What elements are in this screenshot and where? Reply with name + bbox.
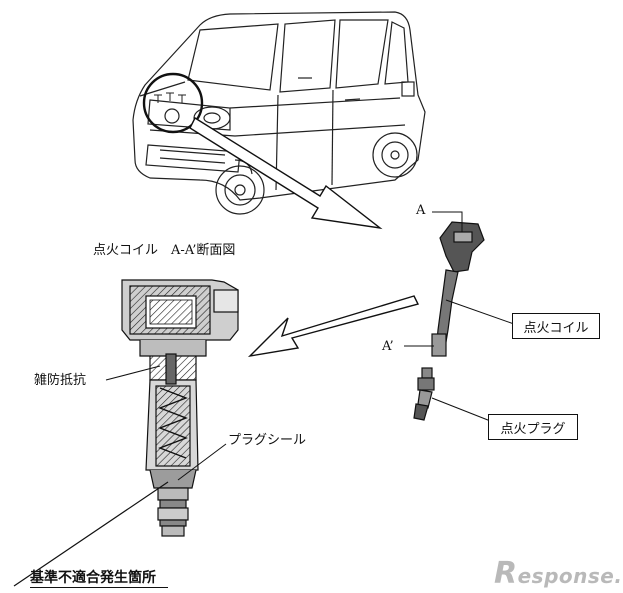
coil-callout-label: 点火コイル (523, 320, 589, 336)
plug-callout-label: 点火プラグ (500, 421, 566, 437)
section-title: 点火コイル A-A’断面図 (93, 243, 236, 258)
section-arrow (247, 295, 420, 358)
coil-markers (154, 92, 186, 103)
highlight-circle (142, 72, 204, 134)
vehicle-illustration (132, 11, 426, 215)
seal-leader (177, 443, 227, 481)
resistor-leader (105, 365, 161, 381)
coil-callout-leader (445, 299, 515, 325)
section-label-a: A (416, 203, 426, 218)
defect-location-label: 基準不適合発生箇所 (30, 567, 168, 588)
defect-leader (13, 481, 169, 587)
response-watermark: Response. (494, 556, 622, 591)
coil-assembly (413, 221, 485, 421)
watermark-text: esponse. (517, 564, 623, 588)
seal-label: プラグシール (228, 433, 307, 448)
resistor-label: 雑防抵抗 (34, 373, 87, 388)
watermark-initial: R (494, 556, 518, 591)
zoom-arrow (189, 116, 383, 230)
section-label-a-prime: A’ (382, 339, 394, 354)
coil-cross-section (121, 279, 239, 537)
plug-callout-leader (431, 397, 499, 425)
plug-callout-box: 点火プラグ (488, 414, 578, 440)
section-line-aa (404, 211, 463, 347)
coil-callout-box: 点火コイル (512, 313, 600, 339)
